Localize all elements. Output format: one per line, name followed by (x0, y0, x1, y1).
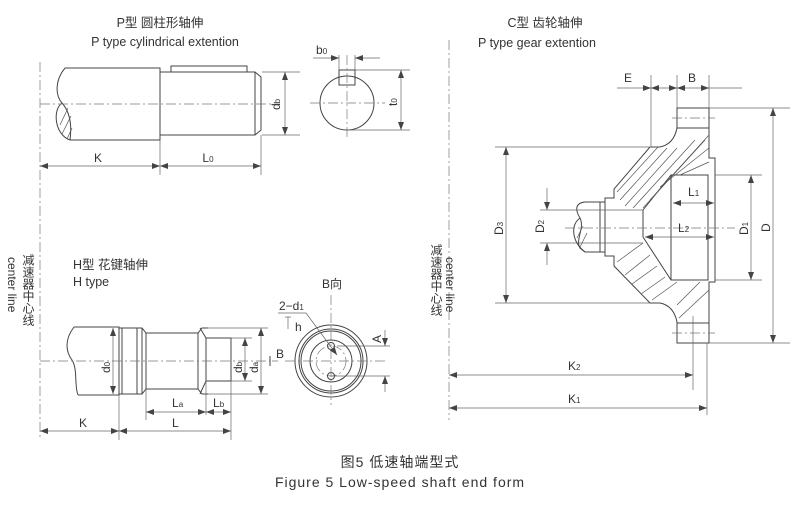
h-b-direction-label: B (276, 347, 284, 361)
c-d1-label: D1 (737, 221, 751, 235)
h-d0-label: d0 (99, 361, 113, 373)
c-l1-label: L1 (688, 185, 700, 199)
c-e-label: E (624, 71, 632, 85)
h-db-label: db (231, 361, 245, 373)
c-k1-label: K1 (568, 392, 581, 406)
p-t0-label: t0 (386, 98, 400, 106)
p-l0-label: L0 (202, 151, 214, 165)
p-b0-label: b0 (316, 43, 328, 57)
h-type-title-en: H type (73, 275, 109, 289)
p-type-section: P型 圆柱形轴伸 P type cylindrical extention d (39, 15, 410, 440)
h-k-label: K (79, 416, 87, 430)
h-lb-label: Lb (213, 396, 225, 410)
p-type-title-cn: P型 圆柱形轴伸 (117, 15, 204, 30)
p-db-label: db (269, 98, 283, 110)
c-type-center-line-label: center line 减速器中心线 (429, 244, 457, 316)
center-line-en-left: center line (5, 257, 19, 313)
center-line-cn-right: 减速器中心线 (429, 244, 443, 316)
h-l-label: L (172, 416, 179, 430)
p-type-title-en: P type cylindrical extention (91, 35, 239, 49)
h-la-label: La (172, 396, 184, 410)
c-type-section: C型 齿轮轴伸 P type gear extention center lin… (429, 15, 790, 420)
center-line-en-right: center line (443, 257, 457, 313)
c-k2-label: K2 (568, 359, 581, 373)
c-d2-label: D2 (533, 219, 547, 233)
p-type-cross-section: b0 t0 (310, 43, 410, 140)
h-type-title-cn: H型 花键轴伸 (73, 257, 148, 272)
h-da-label: da (247, 361, 261, 373)
h-type-shaft: d0 db da B La Lb K L (40, 326, 284, 440)
h-d1-label: 2−d1 (279, 299, 304, 313)
h-type-b-view: B向 2−d1 h A (278, 276, 390, 405)
h-type-section: H型 花键轴伸 H type d0 db da (40, 257, 390, 440)
center-line-label-left: center line 减速器中心线 (5, 254, 35, 326)
center-line-cn-left: 减速器中心线 (21, 254, 35, 326)
c-type-title-cn: C型 齿轮轴伸 (507, 15, 582, 30)
h-h-label: h (295, 320, 302, 334)
p-k-label: K (94, 151, 102, 165)
h-b-view-label: B向 (322, 276, 342, 291)
p-type-shaft: db K L0 (40, 65, 300, 175)
c-type-gear: E B D D1 D2 D3 L1 (449, 71, 790, 415)
caption-en: Figure 5 Low-speed shaft end form (275, 474, 525, 490)
caption-cn: 图5 低速轴端型式 (341, 454, 460, 470)
h-a-label: A (370, 335, 384, 343)
c-l2-label: L2 (678, 221, 690, 235)
c-d3-label: D3 (492, 221, 506, 235)
c-type-title-en: P type gear extention (478, 36, 596, 50)
c-b-label: B (688, 71, 696, 85)
c-d-label: D (759, 223, 773, 232)
